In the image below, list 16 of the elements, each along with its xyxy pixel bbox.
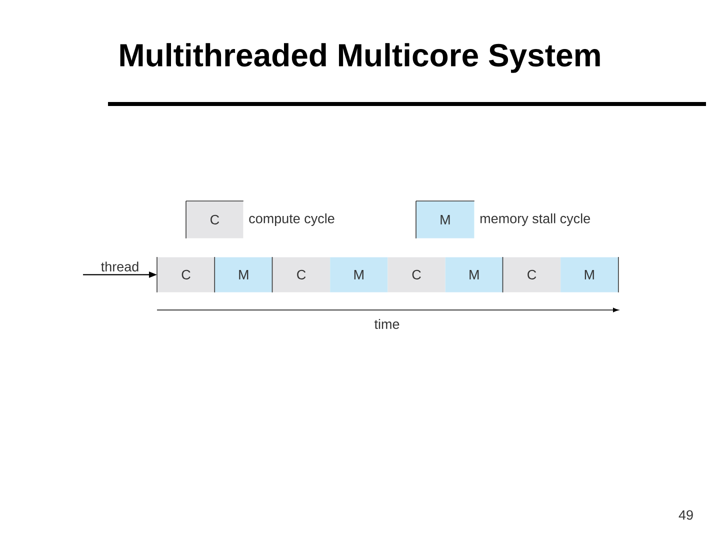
cycle-cell: M [560, 256, 619, 293]
cycle-cell: C [156, 256, 215, 293]
axis-label: time [374, 319, 400, 329]
page-number: 49 [678, 510, 693, 520]
sample-box: M [416, 200, 475, 239]
cycle-cell: M [214, 256, 272, 293]
sample-box: C [186, 200, 244, 239]
cycle-cell: C [388, 257, 446, 292]
cycle-cell: C [272, 256, 330, 293]
cycle-cell: M [445, 257, 503, 292]
edge-label: thread [100, 260, 140, 272]
box-caption: compute cycle [249, 213, 334, 226]
cycle-cell: C [502, 256, 561, 293]
box-caption: memory stall cycle [480, 213, 590, 226]
title: Multithreaded Multicore System [120, 43, 600, 73]
cycle-cell: M [330, 257, 388, 292]
